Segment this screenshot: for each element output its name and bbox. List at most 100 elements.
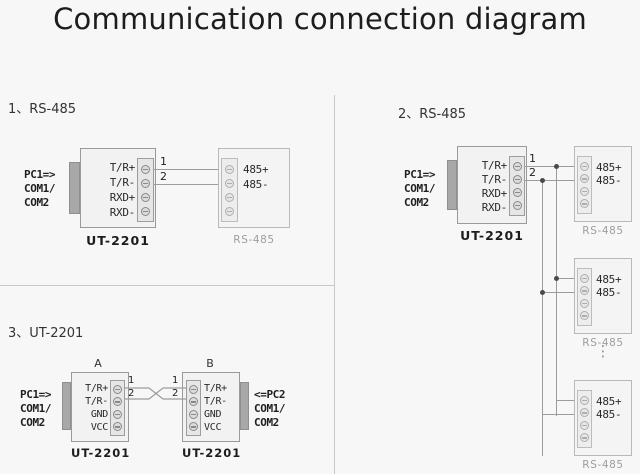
screw-terminal[interactable] [113, 397, 122, 407]
screw-terminal[interactable] [512, 162, 522, 171]
section-1-wire-number-1: 1 [160, 155, 167, 168]
section-2-ut2201-terminal-strip [509, 156, 525, 216]
section-1-heading: 1、RS-485 [8, 102, 77, 117]
section-3-wire-number-right-1: 1 [172, 375, 179, 386]
section-3-unit-a-strip [110, 380, 125, 436]
section-3-pc1-label: PC1=> COM1/ COM2 [20, 388, 52, 429]
section-2-junction-dot [540, 178, 545, 183]
screw-terminal[interactable] [580, 161, 589, 171]
screw-terminal[interactable] [225, 206, 234, 216]
section-2-pin-label-2: RXD+ [481, 187, 508, 200]
section-3-a-pin-1: T/R- [85, 396, 108, 407]
section-3-b-pin-0: T/R+ [204, 383, 227, 394]
section-2-rs485-3-pin-0: 485+ [596, 395, 622, 408]
screw-terminal[interactable] [580, 408, 589, 418]
section-2-branch-wire-2c [542, 414, 574, 416]
section-1-pin-label-1: T/R- [109, 176, 136, 189]
section-3-a-pin-2: GND [90, 409, 108, 420]
screw-terminal[interactable] [189, 384, 198, 394]
screw-terminal[interactable] [189, 409, 198, 419]
section-2-rs485-2-pin-0: 485+ [596, 273, 622, 286]
section-3-wire-number-left-1: 1 [128, 375, 135, 386]
section-1-pin-label-2: RXD+ [109, 191, 136, 204]
section-2-continuation-ellipsis: ⋮ [595, 342, 611, 360]
screw-terminal[interactable] [141, 192, 150, 202]
section-2-rs485-caption-2: RS-485 [582, 337, 624, 349]
divider-horizontal [0, 285, 334, 286]
section-2-wire-number-1: 1 [529, 152, 536, 165]
screw-terminal[interactable] [580, 311, 589, 321]
section-2-bus-wire-1-top [525, 166, 574, 168]
section-3-a-pin-3: VCC [90, 422, 108, 433]
section-3-unit-b-caption: UT-2201 [182, 446, 242, 460]
section-2-rs485-1-pin-1: 485- [596, 174, 622, 187]
section-2-rs485-strip-1 [577, 156, 592, 214]
screw-terminal[interactable] [113, 422, 122, 432]
section-3-unit-b-strip [186, 380, 201, 436]
divider-vertical [334, 95, 335, 474]
section-2-bus-wire-2-top [525, 180, 574, 182]
section-2-bus-trunk-1 [556, 166, 558, 416]
screw-terminal[interactable] [225, 178, 234, 188]
screw-terminal[interactable] [225, 192, 234, 202]
screw-terminal[interactable] [580, 174, 589, 184]
section-1-rs485-caption: RS-485 [233, 234, 275, 246]
screw-terminal[interactable] [141, 178, 150, 188]
screw-terminal[interactable] [580, 199, 589, 209]
screw-terminal[interactable] [113, 384, 122, 394]
section-1-wire-2 [154, 184, 222, 186]
section-3-pc2-label: <=PC2 COM1/ COM2 [254, 388, 286, 429]
section-2-junction-dot [540, 290, 545, 295]
section-3-unit-a-db9 [62, 382, 71, 430]
section-2-junction-dot [554, 276, 559, 281]
section-1-wire-number-2: 2 [160, 170, 167, 183]
section-3-b-pin-2: GND [204, 409, 222, 420]
section-2-rs485-caption-1: RS-485 [582, 225, 624, 237]
section-1-rs485-terminal-strip [221, 158, 238, 222]
section-2-bus-trunk-2 [542, 180, 544, 456]
screw-terminal[interactable] [512, 201, 522, 210]
section-2-rs485-3-pin-1: 485- [596, 408, 622, 421]
screw-terminal[interactable] [580, 420, 589, 430]
section-1-pin-label-3: RXD- [109, 206, 136, 219]
page-title: Communication connection diagram [53, 2, 587, 36]
section-2-pin-label-1: T/R- [481, 173, 508, 186]
section-1-pin-label-0: T/R+ [109, 161, 136, 174]
section-1-rs485-pin-1: 485- [243, 178, 269, 191]
section-3-crossover-wires [125, 387, 187, 400]
section-3-b-pin-3: VCC [204, 422, 222, 433]
section-2-ut2201-caption: UT-2201 [460, 228, 524, 243]
screw-terminal[interactable] [141, 206, 150, 216]
screw-terminal[interactable] [580, 298, 589, 308]
section-2-rs485-1-pin-0: 485+ [596, 161, 622, 174]
screw-terminal[interactable] [225, 164, 234, 174]
section-2-pc-label: PC1=> COM1/ COM2 [404, 168, 436, 209]
screw-terminal[interactable] [580, 186, 589, 196]
section-2-pin-label-0: T/R+ [481, 159, 508, 172]
section-1-ut2201-terminal-strip [137, 158, 154, 222]
screw-terminal[interactable] [113, 409, 122, 419]
section-2-branch-wire-1c [556, 400, 574, 402]
screw-terminal[interactable] [141, 164, 150, 174]
screw-terminal[interactable] [189, 422, 198, 432]
section-1-wire-1 [154, 169, 222, 171]
section-3-wire-number-right-2: 2 [172, 388, 179, 399]
screw-terminal[interactable] [512, 188, 522, 197]
screw-terminal[interactable] [580, 395, 589, 405]
section-2-branch-wire-1b [556, 278, 574, 280]
section-1-rs485-pin-0: 485+ [243, 163, 269, 176]
section-3-heading: 3、UT-2201 [8, 326, 84, 341]
section-2-wire-number-2: 2 [529, 166, 536, 179]
screw-terminal[interactable] [580, 433, 589, 443]
section-1-db9-connector [69, 162, 80, 214]
screw-terminal[interactable] [189, 397, 198, 407]
section-3-unit-a-caption: UT-2201 [71, 446, 131, 460]
section-1-ut2201-caption: UT-2201 [86, 233, 150, 248]
section-2-junction-dot [554, 164, 559, 169]
screw-terminal[interactable] [512, 175, 522, 184]
section-2-rs485-strip-3 [577, 390, 592, 448]
section-2-rs485-2-pin-1: 485- [596, 286, 622, 299]
screw-terminal[interactable] [580, 273, 589, 283]
screw-terminal[interactable] [580, 286, 589, 296]
